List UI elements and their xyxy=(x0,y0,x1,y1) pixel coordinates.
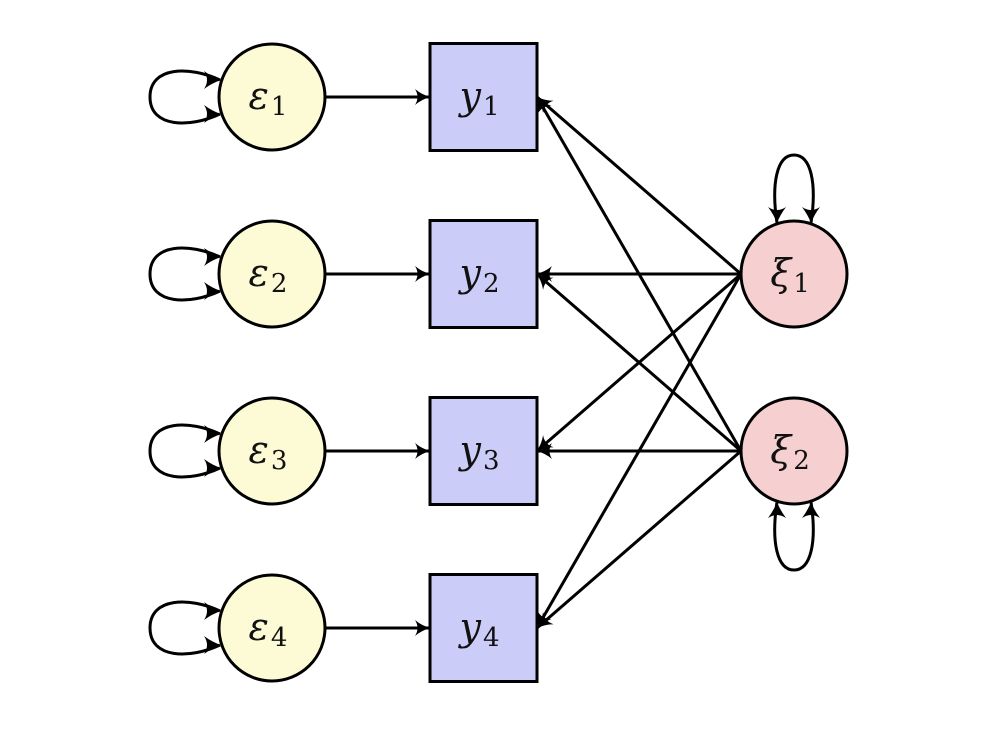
error-node-e1: ε1 xyxy=(217,42,327,152)
error-circle xyxy=(217,396,327,506)
error-node-e2: ε2 xyxy=(217,219,327,329)
path-xi1-to-y1 xyxy=(536,95,742,276)
arrowhead-icon xyxy=(204,105,221,123)
arrowhead-icon xyxy=(802,207,820,223)
latent-label: ξ1 xyxy=(770,251,809,299)
indicator-box xyxy=(428,396,539,506)
error-node-e3: ε3 xyxy=(217,396,327,506)
indicator-node-y1: y1 xyxy=(428,42,539,152)
error-circle xyxy=(217,573,327,683)
error-circle xyxy=(217,42,327,152)
latent-circle xyxy=(739,219,849,329)
arrowhead-icon xyxy=(204,282,221,300)
edges-layer xyxy=(325,89,743,636)
arrowhead-icon xyxy=(204,602,221,620)
indicator-node-y2: y2 xyxy=(428,219,539,329)
error-label: ε1 xyxy=(249,74,288,122)
error-label: ε4 xyxy=(249,605,288,653)
arrowhead-icon xyxy=(204,248,221,266)
indicator-label: y2 xyxy=(457,251,499,299)
variance-loop-xi2 xyxy=(773,501,815,572)
path-xi2-to-y1 xyxy=(535,96,743,452)
arrowhead-icon xyxy=(802,502,820,518)
arrowhead-icon xyxy=(768,502,786,518)
latent-node-xi1: ξ1 xyxy=(739,219,849,329)
path-xi2-to-y2 xyxy=(536,272,742,453)
error-label: ε2 xyxy=(249,251,288,299)
variance-loop-e3 xyxy=(148,423,221,479)
arrowhead-icon xyxy=(204,425,221,443)
latent-node-xi2: ξ2 xyxy=(739,396,849,506)
variance-loop-xi1 xyxy=(773,153,815,224)
latent-label: ξ2 xyxy=(770,428,809,476)
indicator-node-y4: y4 xyxy=(428,573,539,683)
latent-circle xyxy=(739,396,849,506)
indicator-label: y4 xyxy=(457,605,499,653)
indicator-box xyxy=(428,219,539,329)
arrowhead-icon xyxy=(204,71,221,89)
error-label: ε3 xyxy=(249,428,288,476)
nodes-layer: ε1 ε2 ε3 ε4 y1 y2 y3 y4 ξ1 ξ2 xyxy=(217,42,849,683)
variance-loop-e4 xyxy=(148,600,221,656)
indicator-node-y3: y3 xyxy=(428,396,539,506)
variance-loops-layer xyxy=(148,69,820,656)
error-node-e4: ε4 xyxy=(217,573,327,683)
indicator-label: y1 xyxy=(457,74,499,122)
variance-loop-e2 xyxy=(148,246,221,302)
error-circle xyxy=(217,219,327,329)
indicator-label: y3 xyxy=(457,428,499,476)
indicator-box xyxy=(428,42,539,152)
arrowhead-icon xyxy=(204,459,221,477)
path-xi2-to-y4 xyxy=(536,449,742,630)
variance-loop-e1 xyxy=(148,69,221,125)
arrowhead-icon xyxy=(204,636,221,654)
arrowhead-icon xyxy=(768,207,786,223)
indicator-box xyxy=(428,573,539,683)
